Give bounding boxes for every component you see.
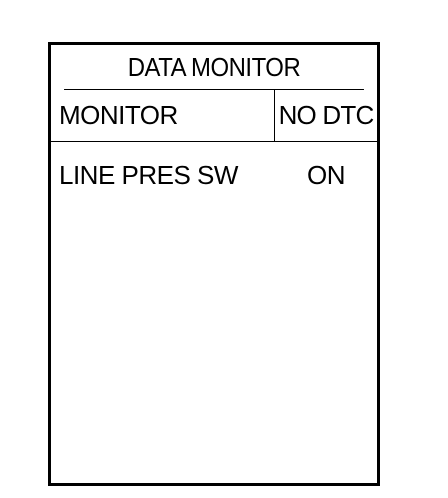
data-monitor-screen: DATA MONITOR MONITOR NO DTC LINE PRES SW… bbox=[48, 42, 380, 486]
dtc-status-label: NO DTC bbox=[278, 100, 375, 130]
monitor-header-row: MONITOR NO DTC bbox=[51, 90, 377, 142]
monitor-item-label: LINE PRES SW bbox=[59, 159, 238, 190]
screen-title: DATA MONITOR bbox=[64, 45, 364, 90]
monitor-item-list: LINE PRES SW ON bbox=[51, 142, 377, 192]
monitor-item-row: LINE PRES SW ON bbox=[51, 158, 377, 192]
monitor-header-label: MONITOR bbox=[51, 90, 275, 141]
monitor-item-value: ON bbox=[307, 159, 346, 190]
